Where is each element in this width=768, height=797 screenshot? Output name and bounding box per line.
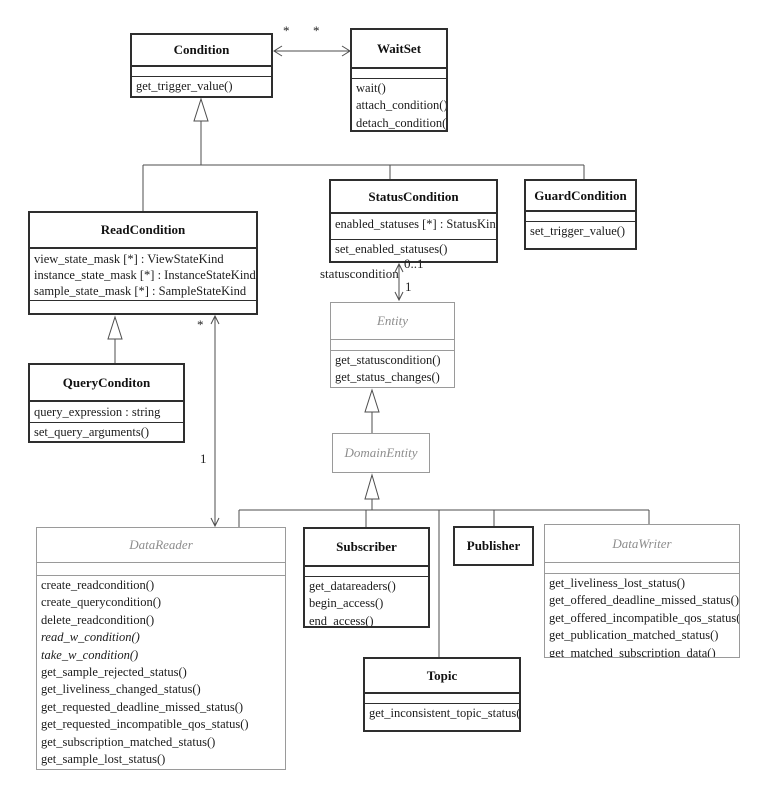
edge-label-readcondition-mult: * (197, 317, 204, 332)
class-name-datareader: DataReader (37, 528, 285, 563)
attributes-compartment: query_expression : string (30, 402, 183, 423)
class-name-guardcondition: GuardCondition (526, 181, 635, 212)
attributes-compartment (545, 563, 739, 574)
operation: get_subscription_matched_status() (41, 734, 216, 749)
operations-compartment: wait() attach_condition() detach_condition… (352, 79, 446, 130)
operation: get_matched_subscription_data() (549, 645, 716, 657)
attributes-compartment (526, 212, 635, 222)
attribute: sample_state_mask [*] : SampleStateKind (34, 284, 247, 298)
operation: set_enabled_statuses() (335, 242, 448, 256)
operation: get_liveliness_lost_status() (549, 576, 686, 590)
operation: begin_access() (309, 596, 384, 611)
generalization-domainentity-children (238, 473, 650, 657)
attribute: view_state_mask [*] : ViewStateKind (34, 252, 224, 266)
operation: get_datareaders() (309, 579, 396, 593)
class-name-entity: Entity (331, 303, 454, 340)
attributes-compartment (365, 694, 519, 704)
association-condition-waitset (273, 45, 351, 57)
operations-compartment: get_datareaders() begin_access() end_acces… (305, 577, 428, 626)
operations-compartment: get_trigger_value() (132, 77, 271, 96)
class-statuscondition: StatusCondition enabled_statuses [*] : St… (329, 179, 498, 263)
class-name-statuscondition: StatusCondition (331, 181, 496, 214)
class-name-datawriter: DataWriter (545, 525, 739, 563)
operation: delete_readcondition() (41, 612, 155, 627)
edge-label-condition-waitset-mult-right: * (313, 23, 320, 38)
operation: attach_condition() (356, 98, 446, 113)
operation: get_statuscondition() (335, 353, 441, 367)
operation: get_inconsistent_topic_status() (369, 706, 519, 720)
operations-compartment: set_query_arguments() (30, 423, 183, 441)
edge-label-entity-mult: 1 (405, 279, 412, 294)
operation: set_trigger_value() (530, 224, 626, 238)
class-entity: Entity get_statuscondition() get_status_ch… (330, 302, 455, 388)
attributes-compartment (132, 67, 271, 77)
operation: create_querycondition() (41, 595, 162, 610)
operation: get_offered_incompatible_qos_status() (549, 610, 739, 625)
operation: get_offered_deadline_missed_status() (549, 593, 739, 608)
operation: detach_condition() (356, 115, 446, 130)
operations-compartment: create_readcondition() create_querycondit… (37, 576, 285, 769)
generalization-queryconditon-readcondition (107, 315, 123, 363)
attributes-compartment (352, 69, 446, 79)
operation: get_sample_rejected_status() (41, 665, 187, 680)
operations-compartment: get_liveliness_lost_status() get_offered_… (545, 574, 739, 657)
generalization-condition-children (142, 97, 585, 211)
operation: get_status_changes() (335, 370, 440, 385)
operation: set_query_arguments() (34, 425, 150, 439)
attribute: query_expression : string (34, 405, 161, 419)
attributes-compartment: view_state_mask [*] : ViewStateKind insta… (30, 249, 256, 301)
operations-compartment: set_enabled_statuses() (331, 240, 496, 261)
operation: read_w_condition() (41, 630, 140, 645)
operations-compartment (30, 301, 256, 313)
class-name-subscriber: Subscriber (305, 529, 428, 567)
class-condition: Condition get_trigger_value() (130, 33, 273, 98)
class-name-publisher: Publisher (466, 538, 521, 553)
operations-compartment: get_statuscondition() get_status_changes(… (331, 351, 454, 387)
attributes-compartment (331, 340, 454, 351)
operation: get_publication_matched_status() (549, 628, 719, 643)
class-name-condition: Condition (132, 35, 271, 67)
class-domainentity: DomainEntity (332, 433, 430, 473)
edge-label-datareader-mult: 1 (200, 451, 207, 466)
association-readcondition-datareader (210, 314, 220, 528)
operation: end_access() (309, 613, 374, 626)
operation: take_w_condition() (41, 647, 139, 662)
attribute: enabled_statuses [*] : StatusKind (335, 217, 496, 231)
class-guardcondition: GuardCondition set_trigger_value() (524, 179, 637, 250)
class-queryconditon: QueryConditon query_expression : string se… (28, 363, 185, 443)
class-subscriber: Subscriber get_datareaders() begin_access(… (303, 527, 430, 628)
class-name-readcondition: ReadCondition (30, 213, 256, 249)
operations-compartment: set_trigger_value() (526, 222, 635, 248)
attributes-compartment (305, 567, 428, 577)
class-name-queryconditon: QueryConditon (30, 365, 183, 402)
operation: get_requested_deadline_missed_status() (41, 699, 244, 714)
operation: get_trigger_value() (136, 79, 233, 93)
attribute: instance_state_mask [*] : InstanceStateK… (34, 268, 256, 282)
operation: get_requested_incompatible_qos_status() (41, 717, 249, 732)
class-name-domainentity: DomainEntity (344, 445, 418, 460)
class-name-topic: Topic (365, 659, 519, 694)
generalization-domainentity-entity (364, 388, 380, 433)
attributes-compartment (37, 563, 285, 576)
edge-label-condition-waitset-mult-left: * (283, 23, 290, 38)
class-topic: Topic get_inconsistent_topic_status() (363, 657, 521, 732)
operations-compartment: get_inconsistent_topic_status() (365, 704, 519, 730)
class-waitset: WaitSet wait() attach_condition() detach_co… (350, 28, 448, 132)
operation: get_liveliness_changed_status() (41, 682, 201, 697)
edge-label-statuscondition-mult: 0..1 (404, 256, 424, 271)
operation: get_sample_lost_status() (41, 752, 166, 767)
operation: wait() (356, 81, 386, 95)
operation: create_readcondition() (41, 578, 155, 592)
attributes-compartment: enabled_statuses [*] : StatusKind (331, 214, 496, 240)
class-publisher: Publisher (453, 526, 534, 566)
class-datareader: DataReader create_readcondition() create_q… (36, 527, 286, 770)
edge-label-statuscondition-role: statuscondition (320, 266, 399, 281)
class-name-waitset: WaitSet (352, 30, 446, 69)
association-statuscondition-entity (394, 262, 404, 302)
